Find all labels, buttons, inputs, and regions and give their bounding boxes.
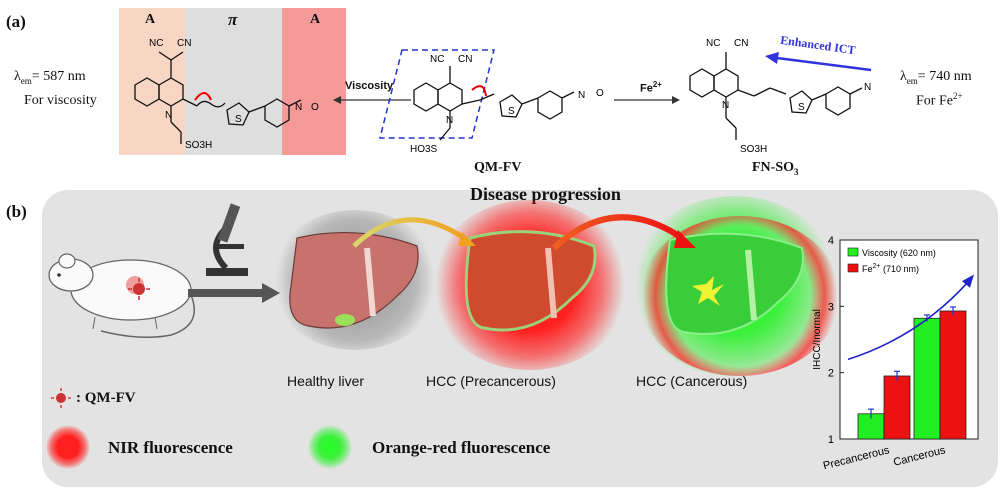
left-emission: λem= 587 nm [14, 69, 86, 86]
progression-arrow-2 [551, 214, 696, 251]
stage-label-healthy: Healthy liver [287, 373, 365, 389]
benzene-ring-left [134, 77, 160, 107]
legend-nir-swatch [46, 425, 90, 469]
product-name-text: FN-SO [752, 160, 794, 175]
precancerous-liver [464, 230, 597, 332]
svg-text:N: N [864, 82, 871, 93]
product-name: FN-SO3 [752, 160, 799, 177]
right-emission-note-text: For Fe [916, 93, 953, 109]
pi-band [185, 8, 282, 155]
fn-so3-structure: NC CN N S N SO3H [689, 38, 871, 155]
probe-marker-icon [128, 278, 150, 300]
planar-region-outline [379, 49, 495, 139]
phenyl-ring-left [264, 98, 290, 128]
panel-a-label: (a) [6, 12, 26, 31]
product-name-sub: 3 [794, 166, 799, 177]
right-emission-sup: 2+ [952, 91, 963, 101]
thiophene-ring-left [226, 102, 250, 126]
trend-arrowhead [962, 274, 974, 288]
mouse-illustration [48, 253, 195, 338]
svg-text:N: N [165, 110, 172, 121]
svg-text:N: N [295, 102, 302, 113]
svg-text:S: S [235, 114, 242, 125]
svg-text:CN: CN [458, 54, 472, 65]
cancerous-liver [665, 232, 804, 335]
svg-text:NC: NC [706, 38, 720, 49]
y-axis-label: IHCC/Inormal [812, 309, 823, 370]
fe-arrow-label: Fe2+ [640, 80, 662, 95]
fe-arrow-sup: 2+ [652, 80, 662, 89]
svg-text:S: S [798, 102, 805, 113]
trend-arrow [847, 279, 971, 361]
fe-arrow-text: Fe [640, 82, 653, 95]
fe-arrow [614, 96, 680, 104]
x-tick-label: Precancerous [822, 444, 891, 472]
right-emission-note: For Fe2+ [916, 91, 963, 110]
band-label-a-right: A [310, 12, 321, 27]
bar [857, 413, 885, 440]
left-molecule-structure: NC CN N S N O SO3H [134, 38, 319, 151]
band-label-pi: π [228, 10, 238, 29]
legend-label-fe: Fe2+ (710 nm) [862, 263, 919, 274]
svg-text:NC: NC [149, 38, 163, 49]
svg-text:SO3H: SO3H [185, 140, 212, 151]
y-tick-label: 1 [828, 434, 834, 446]
legend-label-viscosity: Viscosity (620 nm) [862, 248, 936, 258]
y-tick-label: 3 [828, 301, 834, 313]
bar [939, 310, 967, 440]
svg-text:CN: CN [734, 38, 748, 49]
pyridine-ring-left [158, 77, 184, 107]
svg-text:S: S [508, 106, 515, 117]
x-tick-label: Cancerous [892, 444, 947, 469]
grey-arrow [188, 283, 280, 303]
legend-swatch-viscosity [847, 247, 859, 257]
acceptor-band-right [282, 8, 346, 155]
left-emission-value: 587 nm [43, 69, 86, 84]
viscosity-arrow-label: Viscosity [345, 80, 394, 92]
right-emission-value: 740 nm [929, 69, 972, 84]
probe-name: QM-FV [474, 160, 522, 175]
disease-progression-title: Disease progression [470, 184, 621, 204]
svg-text:NC: NC [430, 54, 444, 65]
y-tick-label: 2 [828, 368, 834, 380]
svg-text:N: N [578, 90, 585, 101]
y-tick-label: 4 [828, 235, 834, 247]
ict-arrow [765, 52, 872, 72]
bar [913, 317, 941, 440]
left-emission-note: For viscosity [24, 93, 97, 108]
legend-probe-text: : QM-FV [76, 390, 136, 406]
stage-label-cancerous: HCC (Cancerous) [636, 373, 748, 389]
svg-text:N: N [446, 115, 453, 126]
legend-orange-text: Orange-red fluorescence [372, 438, 551, 457]
svg-text:HO3S: HO3S [410, 144, 438, 155]
viscosity-arrow [333, 96, 411, 104]
stage-label-precancerous: HCC (Precancerous) [426, 373, 556, 389]
svg-text:N: N [722, 100, 729, 111]
band-label-a-left: A [145, 12, 156, 27]
microscope-icon [206, 203, 248, 276]
svg-text:CN: CN [177, 38, 191, 49]
svg-text:O: O [311, 102, 319, 113]
bar [883, 375, 911, 440]
right-emission: λem= 740 nm [900, 69, 972, 86]
qm-fv-structure: NC CN N S N O HO3S [379, 49, 604, 155]
svg-text:SO3H: SO3H [740, 144, 767, 155]
legend-nir-text: NIR fluorescence [108, 438, 233, 457]
legend-swatch-fe [847, 263, 859, 273]
legend-probe-icon [51, 388, 71, 408]
svg-text:O: O [596, 88, 604, 99]
panel-b-label: (b) [6, 202, 27, 221]
legend-orange-swatch [308, 425, 352, 469]
progression-arrow-1 [352, 217, 476, 248]
rotation-arrow-icon [194, 92, 212, 101]
